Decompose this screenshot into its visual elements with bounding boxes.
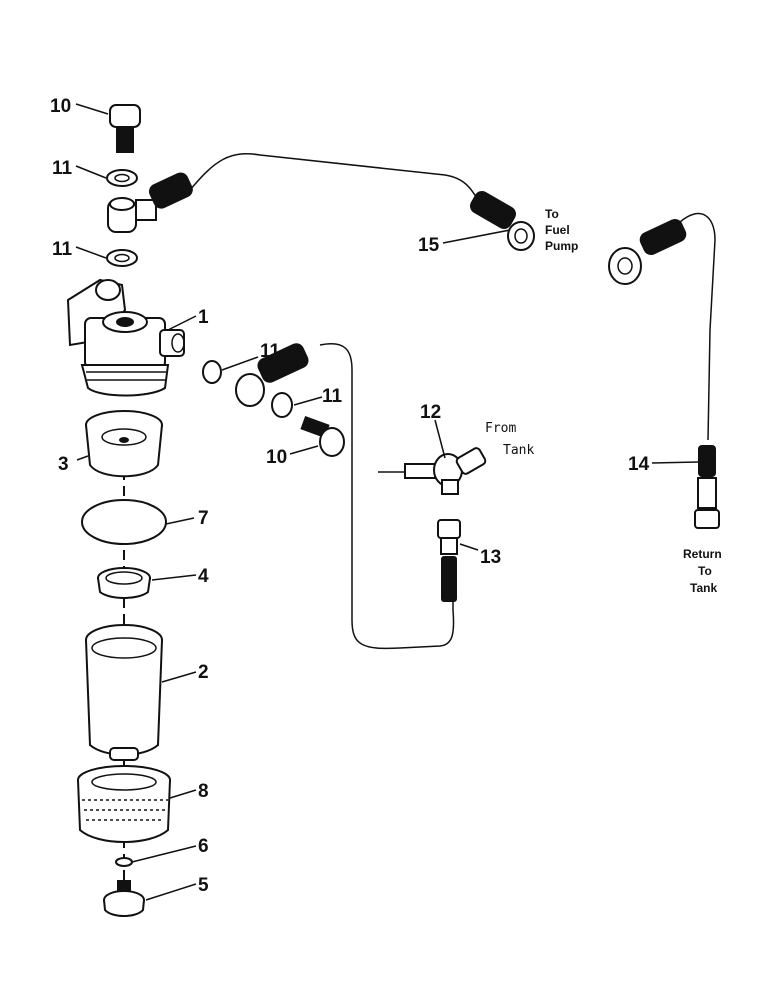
callout-13: 13 [480,547,501,568]
note-from-tank-1: From [485,421,516,436]
callout-7: 7 [198,508,209,529]
return-connector [694,445,720,529]
elbow-fitting [378,447,487,495]
washer-upper [106,169,138,187]
callout-10-top: 10 [50,96,71,117]
banjo-bolt-side [300,415,345,457]
banjo-fitting-top [107,172,193,233]
note-to-fuel-pump-1: To [545,207,559,221]
callout-6: 6 [198,836,209,857]
callout-11-side-1: 11 [260,341,281,362]
callout-11-upper: 11 [52,158,73,179]
seal-ring [81,499,167,545]
filter-element [85,410,163,478]
banjo-fitting-side [235,343,309,407]
callout-1: 1 [198,307,209,328]
note-return-to-tank-3: Tank [690,581,717,595]
fuel-line-from-tank [319,343,455,650]
washer-side-1 [202,360,222,384]
filter-bowl [85,624,163,761]
pump-fitting [470,191,535,251]
drain-plug [103,880,145,917]
washer-lower [106,249,138,267]
callout-10-side: 10 [266,447,287,468]
fuel-line-return [679,212,716,441]
callout-11-side-2: 11 [322,386,343,407]
callout-12: 12 [420,402,441,423]
return-banjo [608,219,687,285]
note-return-to-tank-2: To [698,564,712,578]
filter-head [66,278,185,397]
banjo-bolt-top [109,104,141,153]
note-from-tank-2: Tank [503,443,534,458]
note-return-to-tank-1: Return [683,547,722,561]
callout-2: 2 [198,662,209,683]
fuel-line-to-pump [189,153,479,201]
tank-connector [437,519,461,602]
callout-3: 3 [58,454,69,475]
note-to-fuel-pump-3: Pump [545,239,578,253]
retaining-nut [77,765,171,843]
callout-4: 4 [198,566,209,587]
note-to-fuel-pump-2: Fuel [545,223,570,237]
callout-15: 15 [418,235,440,256]
spacer-ring [97,567,151,599]
callout-5: 5 [198,875,209,896]
callout-11-lower: 11 [52,239,73,260]
drain-washer [115,857,133,867]
washer-side-2 [271,392,293,418]
callout-14: 14 [628,454,650,475]
callout-8: 8 [198,781,209,802]
